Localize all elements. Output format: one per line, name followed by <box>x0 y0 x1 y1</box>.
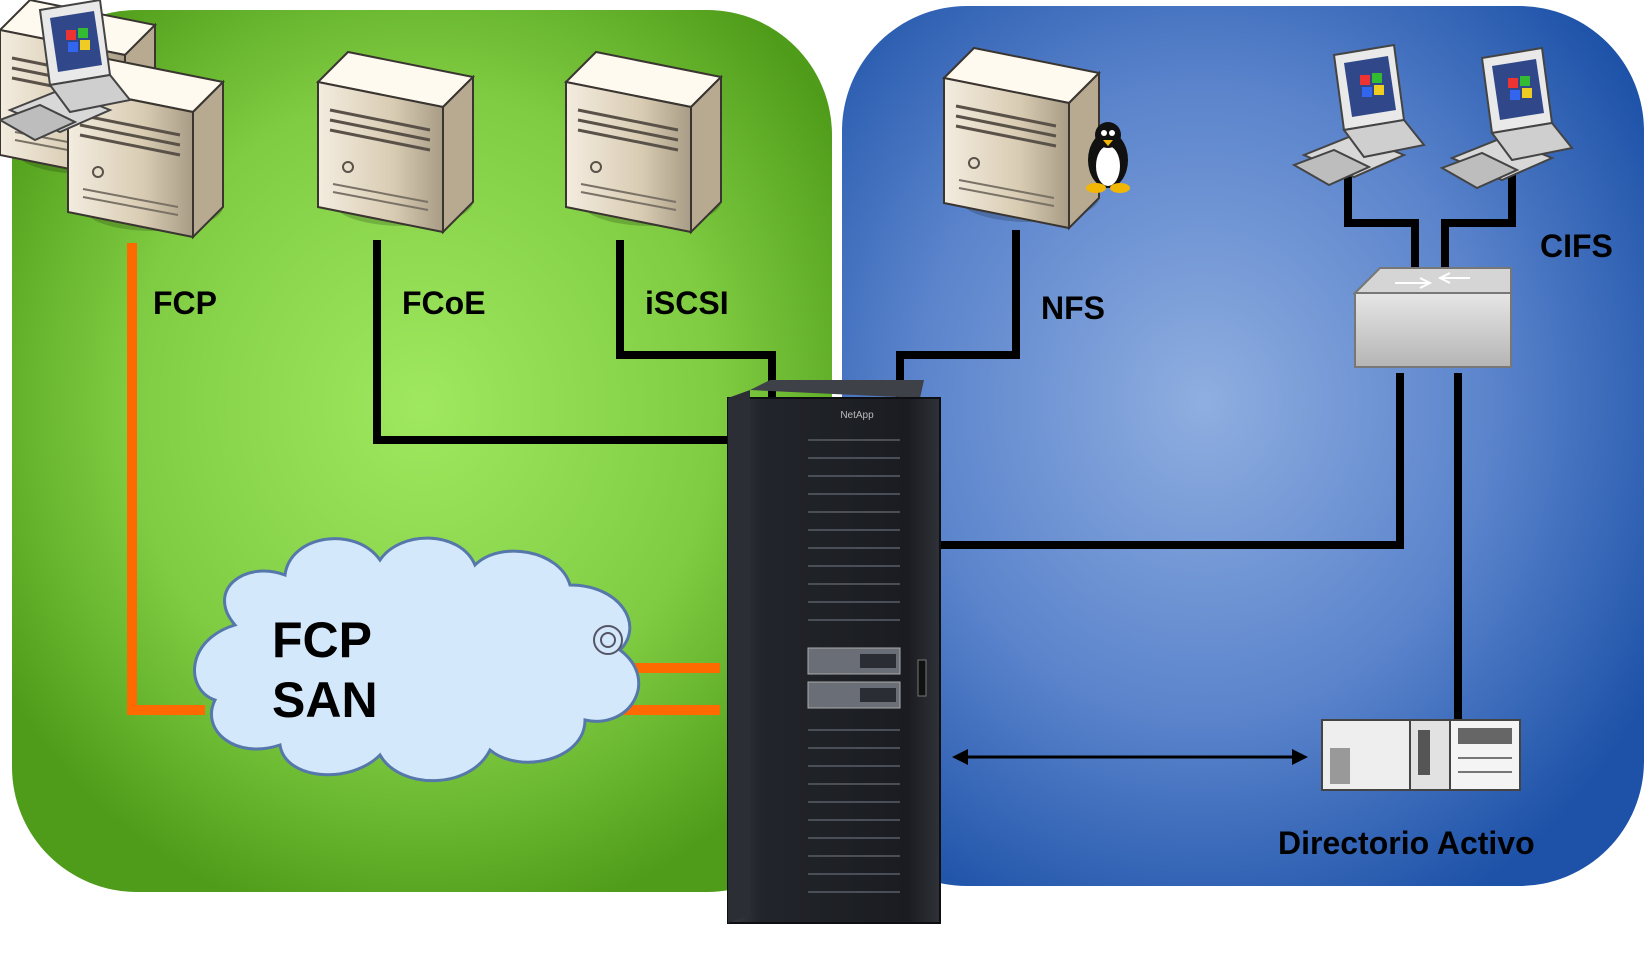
desktop-pc-icon <box>0 0 132 142</box>
san-line1-label: FCP <box>272 612 372 668</box>
cifs-label: CIFS <box>1540 228 1613 264</box>
network-switch-icon <box>1352 267 1512 368</box>
directory-server-icon <box>1321 719 1521 791</box>
linux-penguin-icon <box>1086 122 1130 193</box>
storage-rack-icon: NetApp <box>727 380 941 924</box>
cloud-icon <box>193 536 641 783</box>
fcoe-label: FCoE <box>402 285 486 321</box>
ethernet-links <box>373 168 1516 720</box>
ad-arrow <box>952 749 1308 765</box>
rack-brand-label: NetApp <box>840 410 874 421</box>
nfs-label: NFS <box>1041 290 1105 326</box>
iscsi-label: iSCSI <box>645 285 729 321</box>
active-directory-label: Directorio Activo <box>1278 825 1535 861</box>
san-line2-label: SAN <box>272 672 378 728</box>
fcp-label: FCP <box>153 285 217 321</box>
